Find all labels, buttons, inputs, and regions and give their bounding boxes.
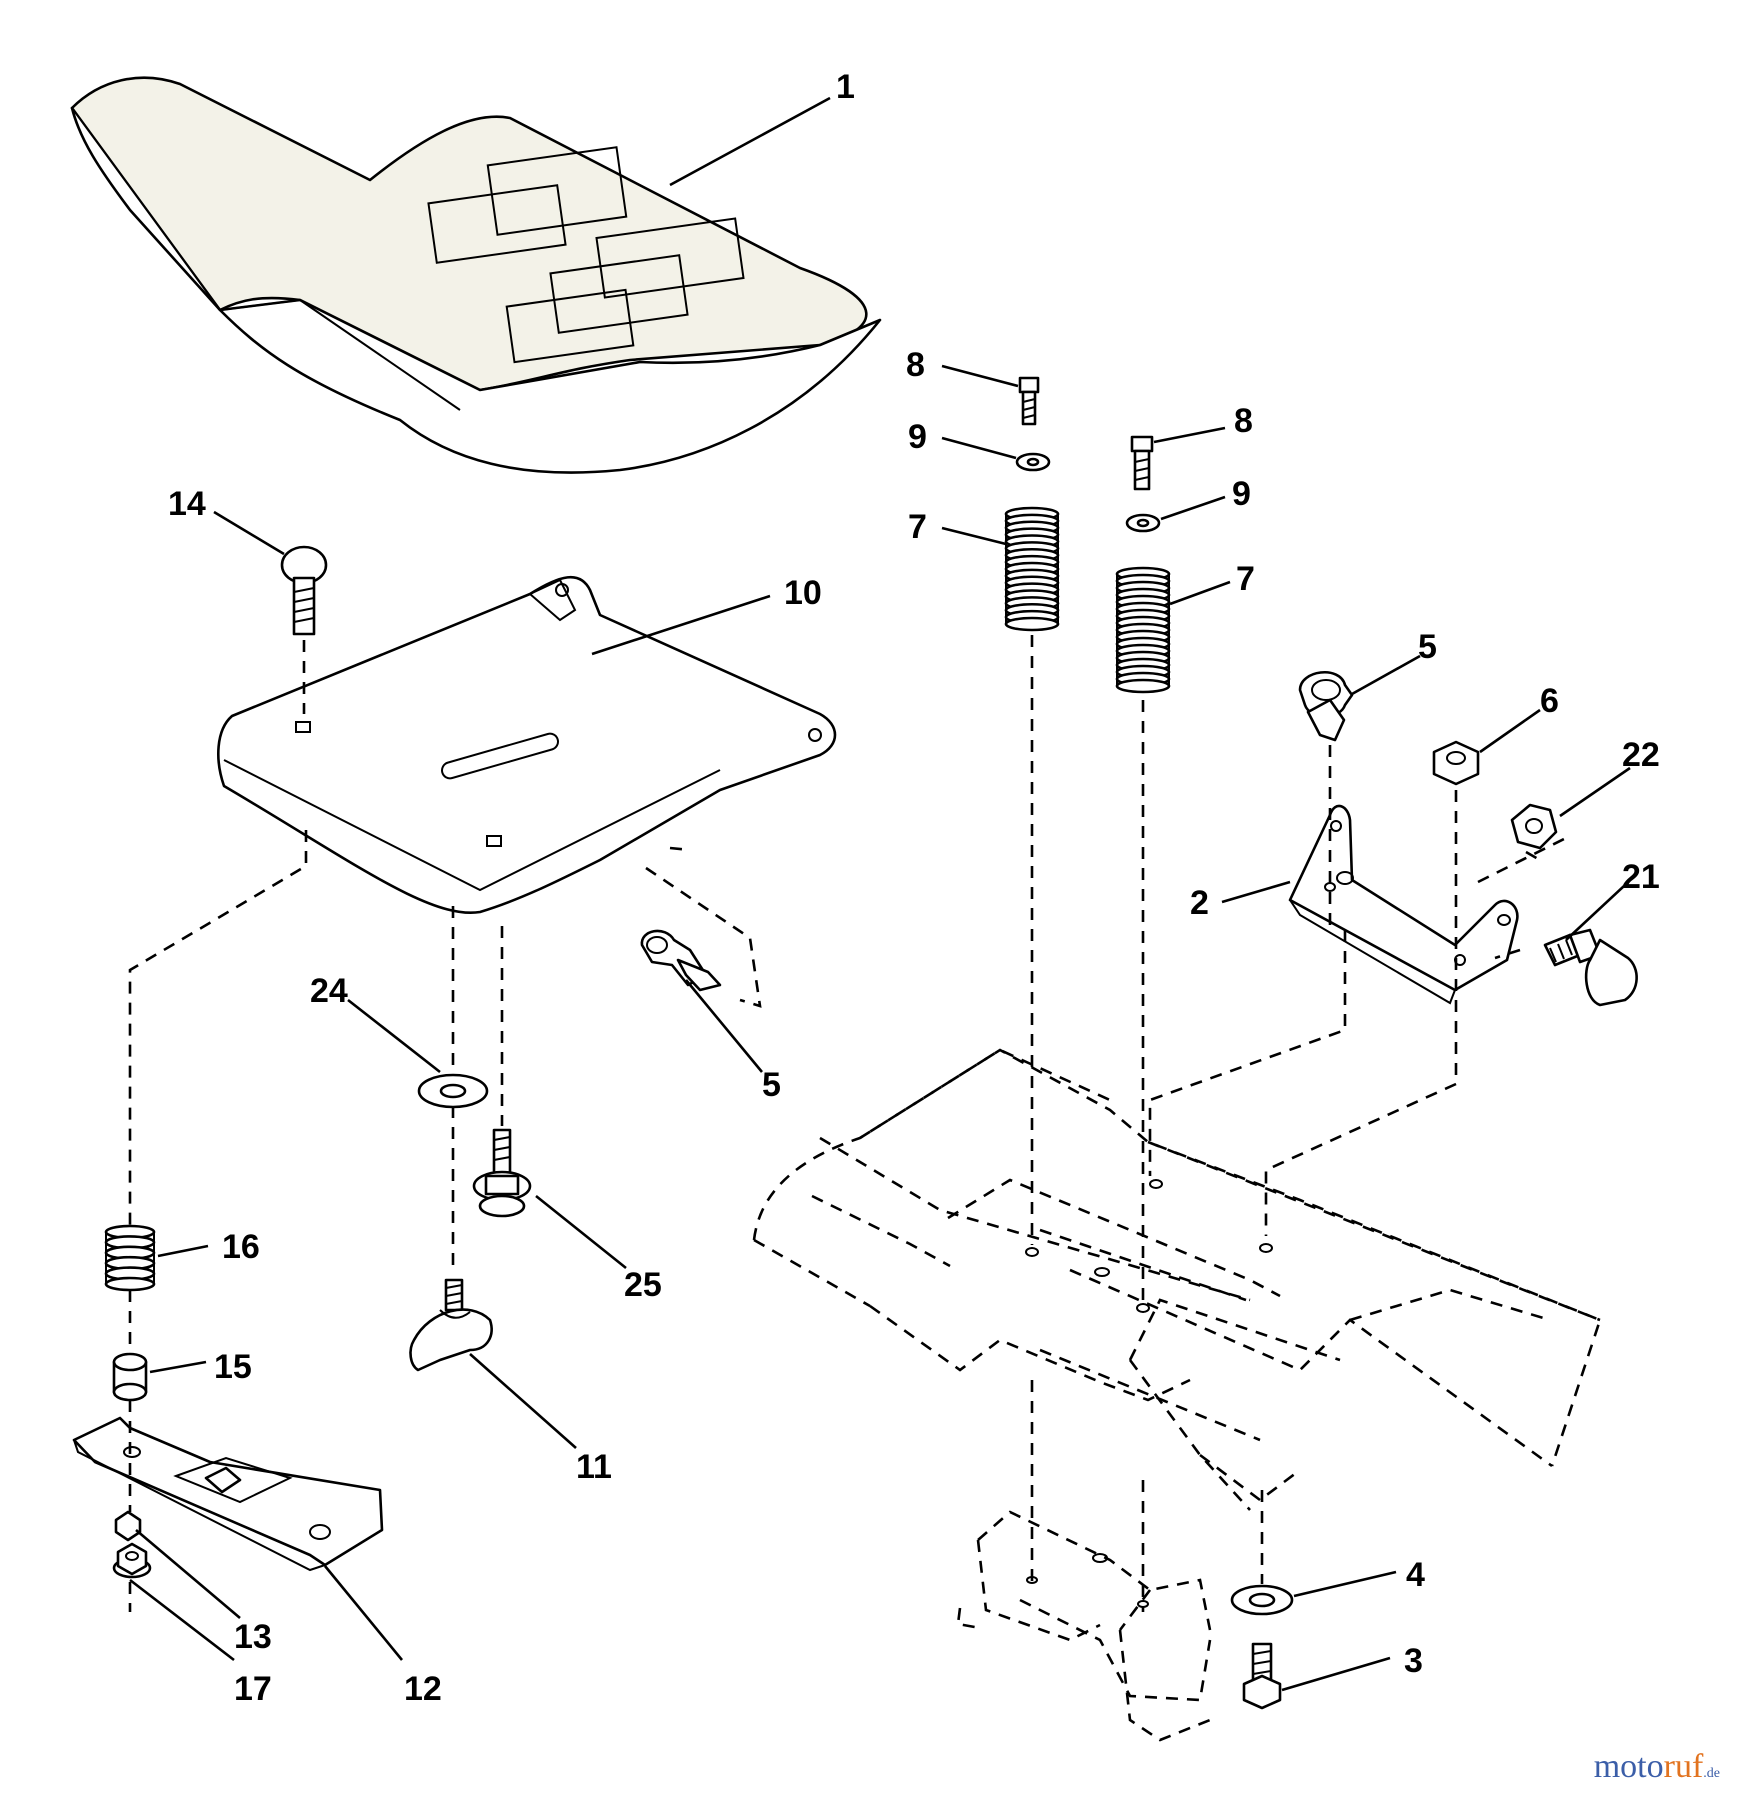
- washer-part-24: [417, 1073, 489, 1109]
- callout-3: 3: [1404, 1642, 1423, 1680]
- washer-part-9-left: [1015, 452, 1051, 472]
- callout-12: 12: [404, 1670, 442, 1708]
- alignment-lines: [128, 635, 1571, 1612]
- knob-part-11: [409, 1278, 493, 1372]
- spring-coil: [104, 1276, 156, 1292]
- seat-pan-part-10: [217, 575, 837, 915]
- carriage-bolt-part-14: [280, 545, 328, 636]
- spring-outline: [105, 1232, 155, 1284]
- spring-coil: [1115, 678, 1171, 694]
- callout-5-lower: 5: [762, 1066, 781, 1104]
- bracket-part-2: [1288, 804, 1519, 1005]
- spring-coil: [1004, 616, 1060, 632]
- callout-24: 24: [310, 972, 348, 1010]
- spring-part-7-left: [1004, 506, 1060, 632]
- spring-part-16: [104, 1224, 156, 1292]
- callout-9-right: 9: [1232, 475, 1251, 513]
- locknut-part-13: [114, 1510, 142, 1542]
- nut-part-22: [1510, 803, 1558, 850]
- callout-8-right: 8: [1234, 402, 1253, 440]
- tractor-frame-dashed: [752, 1048, 1602, 1511]
- callout-21: 21: [1622, 858, 1660, 896]
- callout-7-right: 7: [1236, 560, 1255, 598]
- washer-part-9-right: [1125, 513, 1161, 533]
- spring-outline: [1005, 514, 1059, 624]
- callout-numbers: 1 10 14 8 9 7 8 9 7 5 6 22 21 2 5 24 25 …: [168, 68, 1660, 1708]
- flange-bolt-part-25: [472, 1128, 532, 1218]
- nut-part-6: [1432, 740, 1480, 786]
- callout-4: 4: [1406, 1556, 1425, 1594]
- spacer-part-15: [112, 1352, 148, 1402]
- leader-lines: [129, 96, 1631, 1692]
- watermark-part-2: ruf: [1663, 1748, 1704, 1785]
- callout-2: 2: [1190, 884, 1209, 922]
- bolt-part-8-right: [1130, 435, 1154, 491]
- callout-17: 17: [234, 1670, 272, 1708]
- spring-part-7-right: [1115, 566, 1171, 694]
- clip-part-5-right: [1298, 670, 1354, 742]
- lower-frame-bracket-dashed: [956, 1510, 1212, 1742]
- callout-10: 10: [784, 574, 822, 612]
- frame-holes: [1025, 1179, 1273, 1608]
- callout-7-left: 7: [908, 508, 927, 546]
- bolt-part-8-left: [1018, 376, 1040, 426]
- callout-16: 16: [222, 1228, 260, 1266]
- callout-1: 1: [836, 68, 855, 106]
- bolt-part-3: [1242, 1642, 1282, 1710]
- callout-8-left: 8: [906, 346, 925, 384]
- callout-15: 15: [214, 1348, 252, 1386]
- clip-part-5-left: [640, 929, 722, 992]
- callout-11: 11: [576, 1448, 612, 1486]
- callout-13: 13: [234, 1618, 272, 1656]
- callout-5-upper: 5: [1418, 628, 1437, 666]
- callout-9-left: 9: [908, 418, 927, 456]
- callout-14: 14: [168, 485, 206, 523]
- watermark-part-1: moto: [1593, 1748, 1664, 1785]
- watermark-suffix: .de: [1703, 1766, 1720, 1781]
- watermark-logo: motoruf.de: [1594, 1748, 1720, 1786]
- mounting-plate-part-12: [72, 1416, 384, 1572]
- callout-22: 22: [1622, 736, 1660, 774]
- washer-part-4: [1230, 1584, 1294, 1616]
- callout-6: 6: [1540, 682, 1559, 720]
- spring-outline: [1116, 574, 1170, 686]
- seat-part-1: [70, 76, 882, 474]
- flange-nut-part-17: [112, 1542, 152, 1579]
- shoulder-bolt-part-21: [1543, 928, 1638, 1007]
- callout-25: 25: [624, 1266, 662, 1304]
